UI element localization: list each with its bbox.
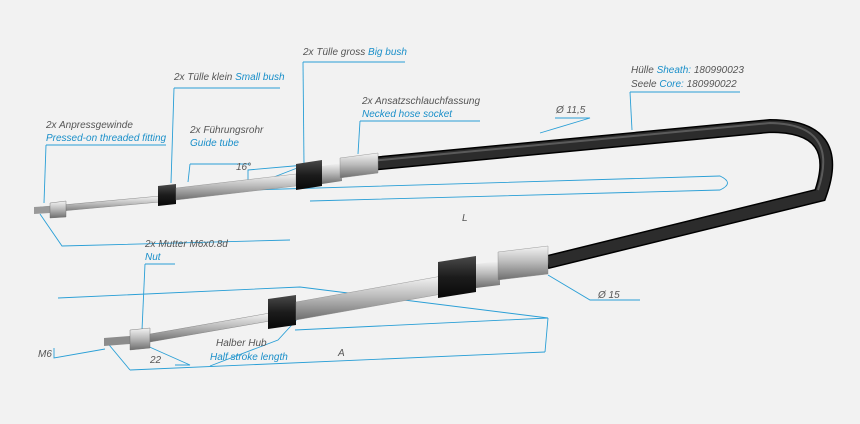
guide-tube-label-en: Guide tube	[190, 138, 239, 149]
sheath-label-en: Sheath:	[657, 65, 692, 76]
small-bush-label: 2x Tülle klein Small bush	[173, 72, 285, 83]
length-dimension: L	[462, 213, 468, 224]
big-bush-label-en: Big bush	[368, 47, 407, 58]
nut-label-de: 2x Mutter M6x0.8d	[144, 239, 228, 250]
dimension-lines	[39, 117, 728, 371]
nut-label-en: Nut	[145, 252, 162, 263]
sheath-part-number: 180990023	[694, 65, 744, 76]
upper-end-assembly	[34, 152, 379, 219]
anpress-label-de: 2x Anpressgewinde	[45, 120, 133, 131]
core-label: Seele Core: 180990022	[631, 79, 737, 90]
anpress-label-en: Pressed-on threaded fitting	[46, 133, 167, 144]
guide-tube-label-de: 2x Führungsrohr	[189, 125, 264, 136]
angle-dimension: 16°	[236, 162, 251, 173]
core-label-de: Seele	[631, 79, 657, 90]
half-stroke-label-en: Half stroke length	[210, 352, 288, 363]
thread-dimension: M6	[38, 349, 52, 360]
stroke-dimension: A	[337, 348, 345, 359]
sheath-label: Hülle Sheath: 180990023	[631, 65, 744, 76]
hose-socket-label-de: 2x Ansatzschlauchfassung	[361, 96, 480, 107]
big-bush-label-de: 2x Tülle gross	[302, 47, 365, 58]
sheath-label-de: Hülle	[631, 65, 654, 76]
cable-sheath	[363, 118, 834, 269]
thread-length-dimension: 22	[149, 355, 162, 366]
diameter-large-dimension: Ø 15	[597, 290, 620, 301]
lower-end-assembly	[104, 245, 549, 351]
core-label-en: Core:	[659, 79, 684, 90]
half-stroke-label-de: Halber Hub	[216, 338, 267, 349]
small-bush-label-de: 2x Tülle klein	[173, 72, 233, 83]
hose-socket-label-en: Necked hose socket	[362, 109, 453, 120]
core-part-number: 180990022	[687, 79, 737, 90]
big-bush-label: 2x Tülle gross Big bush	[302, 47, 407, 58]
diameter-small-dimension: Ø 11,5	[555, 105, 586, 116]
label-leaders	[43, 61, 740, 331]
small-bush-label-en: Small bush	[235, 72, 285, 83]
